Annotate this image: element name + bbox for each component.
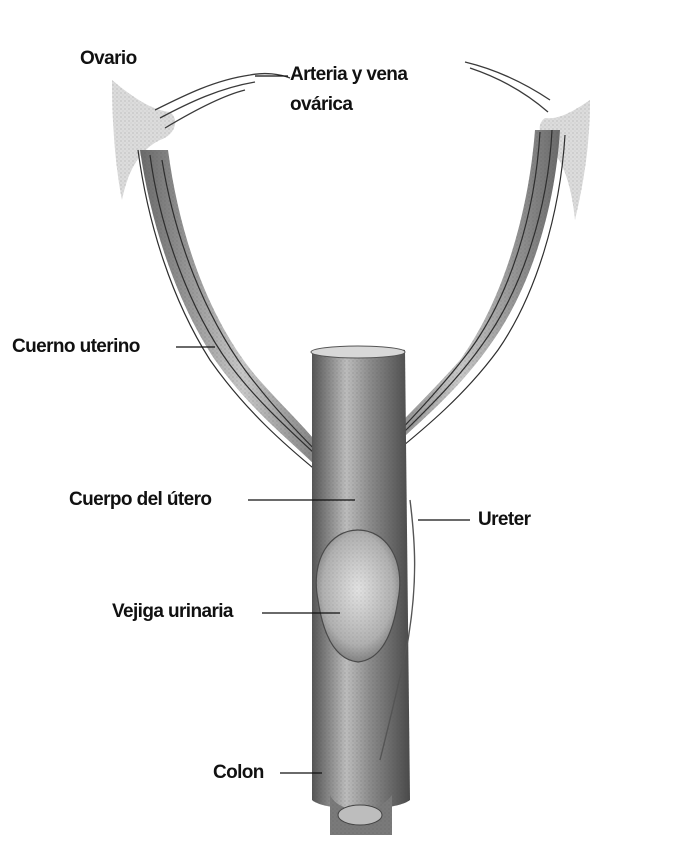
left-ovarian-vessels — [155, 74, 290, 128]
right-ovarian-vessels — [465, 62, 550, 112]
label-arteria-vena-line1: Arteria y vena — [290, 62, 407, 88]
label-cuerpo-utero: Cuerpo del útero — [69, 489, 211, 511]
label-ovario: Ovario — [80, 48, 137, 70]
label-arteria-vena-line2: ovárica — [290, 92, 352, 118]
label-vejiga-urinaria: Vejiga urinaria — [112, 601, 233, 623]
label-colon: Colon — [213, 762, 264, 784]
label-ureter: Ureter — [478, 509, 530, 531]
label-cuerno-uterino: Cuerno uterino — [12, 336, 140, 358]
